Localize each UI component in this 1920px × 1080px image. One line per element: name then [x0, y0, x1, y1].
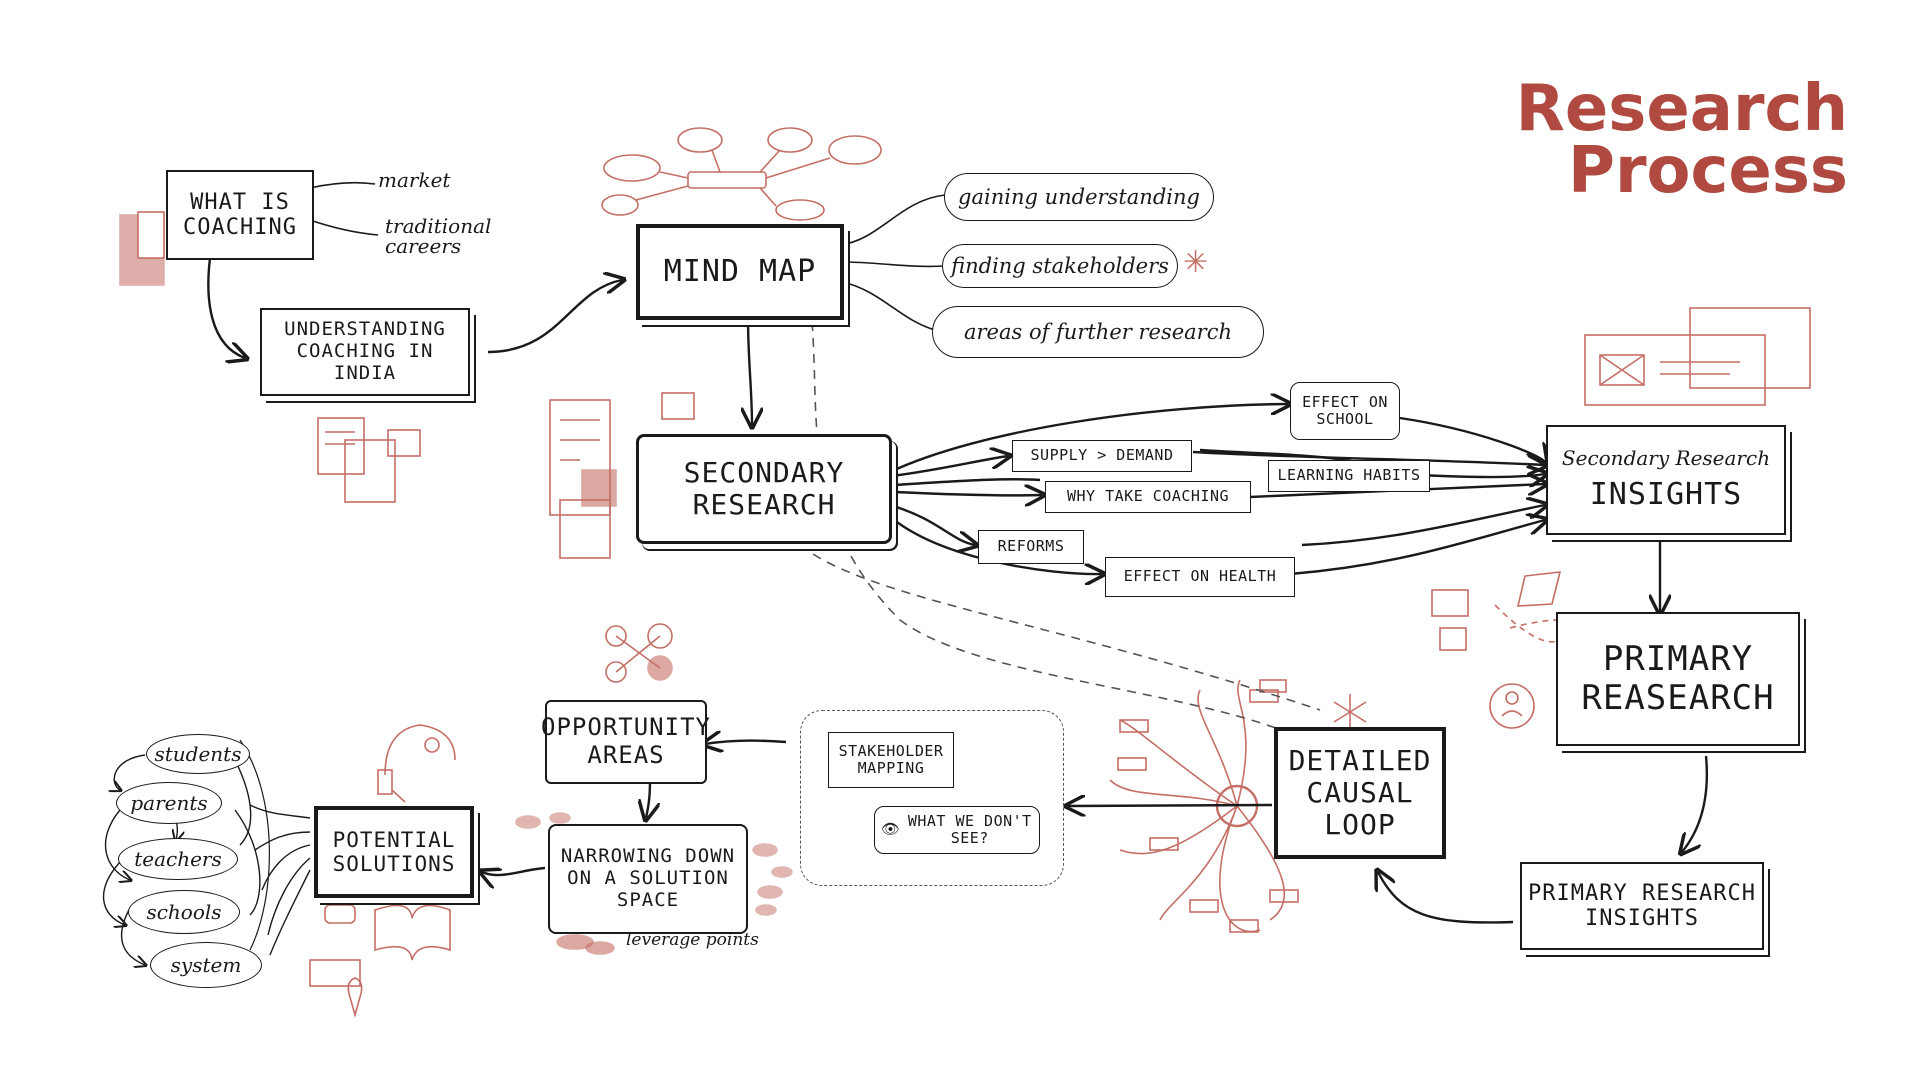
node-opportunity-areas-label: OPPORTUNITY AREAS	[541, 713, 711, 769]
node-secondary-research[interactable]: SECONDARY RESEARCH	[636, 434, 892, 544]
node-potential-solutions[interactable]: POTENTIAL SOLUTIONS	[314, 806, 474, 898]
node-secondary-insights-line2: INSIGHTS	[1589, 477, 1743, 513]
topic-effect-on-school: EFFECT ON SCHOOL	[1290, 382, 1400, 440]
node-secondary-research-insights[interactable]: Secondary Research INSIGHTS	[1546, 425, 1786, 535]
node-primary-research-insights[interactable]: PRIMARY RESEARCH INSIGHTS	[1520, 862, 1764, 950]
title-line-1: Research	[1515, 72, 1848, 146]
topic-reforms: REFORMS	[978, 530, 1084, 564]
node-opportunity-areas[interactable]: OPPORTUNITY AREAS	[541, 700, 710, 784]
topic-why-take-coaching: WHY TAKE COACHING	[1045, 481, 1251, 513]
eye-icon: 👁	[881, 820, 901, 839]
node-stakeholder-mapping[interactable]: STAKEHOLDER MAPPING	[828, 732, 954, 788]
dashed-links	[799, 321, 1321, 741]
node-understanding-coaching[interactable]: UNDERSTANDING COACHING IN INDIA	[260, 308, 470, 396]
node-detailed-causal-loop[interactable]: DETAILED CAUSAL LOOP	[1274, 727, 1446, 859]
node-primary-research[interactable]: PRIMARY REASEARCH	[1556, 612, 1800, 746]
node-mind-map-label: MIND MAP	[663, 253, 817, 289]
note-leverage-points: leverage points	[626, 930, 759, 950]
stakeholder-parents: parents	[116, 782, 222, 824]
page-title: Research Process	[1515, 72, 1848, 208]
node-secondary-insights-line1: Secondary Research	[1561, 446, 1771, 471]
stakeholder-region	[800, 710, 1064, 886]
node-narrowing-label: NARROWING DOWN ON A SOLUTION SPACE	[560, 845, 736, 911]
node-what-is-coaching[interactable]: WHAT IS COACHING	[166, 170, 314, 260]
node-what-we-dont-see-label: WHAT WE DON'T SEE?	[907, 811, 1032, 847]
node-what-is-coaching-label: WHAT IS COACHING	[183, 189, 297, 240]
node-understanding-coaching-label: UNDERSTANDING COACHING IN INDIA	[284, 318, 446, 384]
stakeholder-teachers: teachers	[118, 838, 238, 880]
branch-gaining-understanding: gaining understanding	[944, 173, 1214, 221]
sketch-decorations	[119, 127, 1811, 1018]
stakeholder-schools: schools	[128, 890, 240, 934]
note-traditional-careers: traditional careers	[385, 214, 492, 258]
topic-supply-demand: SUPPLY > DEMAND	[1012, 440, 1192, 472]
stakeholder-system: system	[150, 942, 262, 988]
node-causal-loop-label: DETAILED CAUSAL LOOP	[1288, 743, 1432, 842]
branch-areas-further-research: areas of further research	[932, 306, 1264, 358]
note-market: market	[378, 168, 451, 192]
stakeholder-students: students	[146, 734, 250, 774]
topic-learning-habits: LEARNING HABITS	[1268, 460, 1430, 492]
node-potential-solutions-label: POTENTIAL SOLUTIONS	[332, 827, 456, 876]
topic-effect-on-health: EFFECT ON HEALTH	[1105, 557, 1295, 597]
node-primary-insights-label: PRIMARY RESEARCH INSIGHTS	[1528, 880, 1756, 931]
node-secondary-research-label: SECONDARY RESEARCH	[683, 455, 845, 521]
branch-finding-stakeholders: finding stakeholders	[942, 244, 1178, 288]
node-narrowing-solution-space[interactable]: NARROWING DOWN ON A SOLUTION SPACE	[548, 824, 748, 934]
asterisk-icon: ✳	[1183, 245, 1209, 280]
node-primary-research-label: PRIMARY REASEARCH	[1581, 638, 1775, 718]
node-what-we-dont-see[interactable]: 👁 WHAT WE DON'T SEE?	[874, 806, 1040, 854]
node-stakeholder-mapping-label: STAKEHOLDER MAPPING	[838, 741, 944, 777]
title-line-2: Process	[1568, 134, 1848, 208]
node-mind-map[interactable]: MIND MAP	[636, 224, 844, 320]
